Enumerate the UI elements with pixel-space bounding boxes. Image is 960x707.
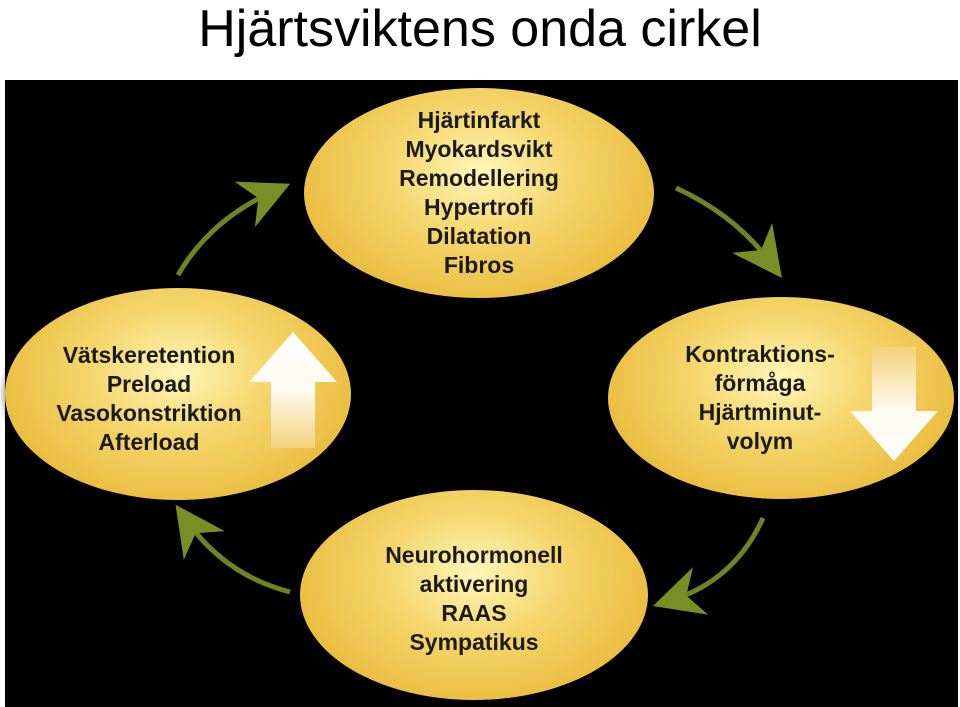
cycle-arrow-bottom-to-left bbox=[175, 504, 291, 595]
node-contractility-text: Kontraktions- förmåga Hjärtminut- volym bbox=[640, 340, 880, 456]
node-contractility-line-4: volym bbox=[726, 428, 794, 454]
node-neurohormonal-line-4: Sympatikus bbox=[409, 629, 539, 655]
node-neurohormonal-text: Neurohormonell aktivering RAAS Sympatiku… bbox=[300, 541, 648, 657]
up-arrow-icon bbox=[249, 332, 337, 448]
cycle-arrow-left-to-top bbox=[175, 181, 291, 277]
node-cause-line-4: Hypertrofi bbox=[424, 194, 534, 220]
node-fluid-retention-line-1: Vätskeretention bbox=[62, 342, 236, 368]
node-cause-line-5: Dilatation bbox=[426, 223, 532, 249]
node-contractility-line-1: Kontraktions- bbox=[685, 341, 835, 367]
node-neurohormonal-line-1: Neurohormonell bbox=[385, 542, 563, 568]
node-contractility-line-3: Hjärtminut- bbox=[698, 399, 822, 425]
node-fluid-retention-text: Vätskeretention Preload Vasokonstriktion… bbox=[32, 341, 266, 457]
node-cause bbox=[304, 88, 654, 298]
node-fluid-retention-line-2: Preload bbox=[106, 371, 192, 397]
node-neurohormonal-line-3: RAAS bbox=[441, 600, 507, 626]
node-fluid-retention-line-4: Afterload bbox=[98, 429, 200, 455]
node-cause-line-6: Fibros bbox=[443, 252, 515, 278]
cycle-arrow-top-to-right bbox=[674, 185, 782, 279]
node-cause-line-2: Myokardsvikt bbox=[405, 136, 553, 162]
cycle-arrow-right-to-bottom bbox=[652, 516, 766, 615]
node-cause-line-3: Remodellering bbox=[399, 165, 559, 191]
node-contractility-line-2: förmåga bbox=[714, 370, 806, 396]
down-arrow-icon bbox=[850, 347, 938, 461]
node-cause-text: Hjärtinfarkt Myokardsvikt Remodellering … bbox=[304, 106, 654, 280]
node-neurohormonal bbox=[300, 490, 648, 700]
node-neurohormonal-line-2: aktivering bbox=[419, 571, 529, 597]
node-cause-line-1: Hjärtinfarkt bbox=[417, 107, 541, 133]
node-fluid-retention-line-3: Vasokonstriktion bbox=[56, 400, 242, 426]
diagram-title: Hjärtsviktens onda cirkel bbox=[198, 0, 762, 58]
